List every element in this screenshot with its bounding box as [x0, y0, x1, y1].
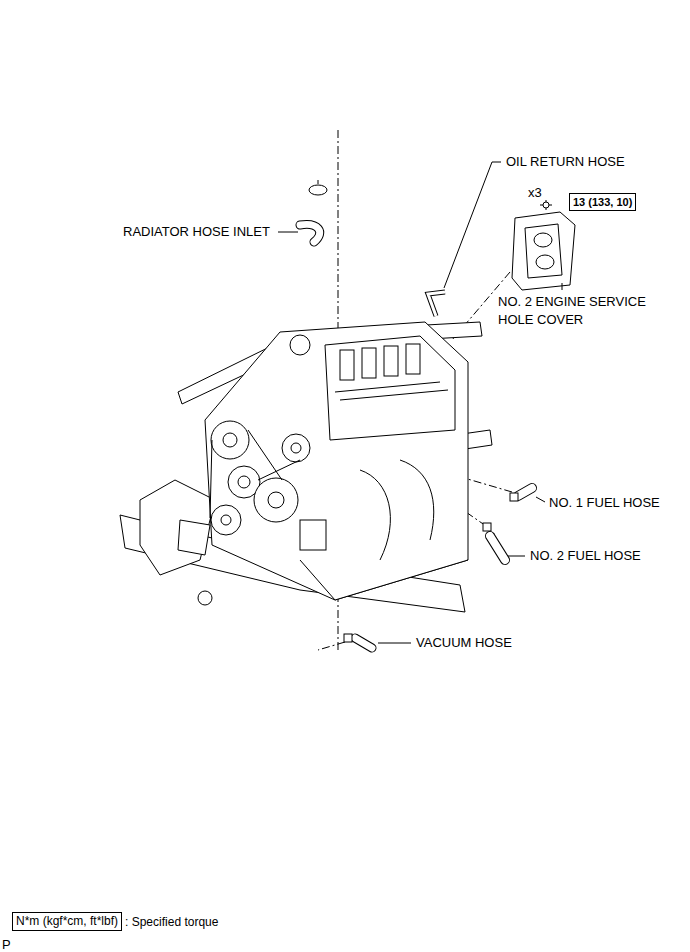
parts: [300, 180, 575, 648]
torque-spec-box: 13 (133, 10): [569, 193, 636, 211]
page-letter: P: [2, 936, 11, 952]
part-label: NO. 1 FUEL HOSE: [549, 494, 660, 512]
part-label: VACUUM HOSE: [416, 634, 512, 652]
torque-legend: N*m (kgf*cm, ft*lbf): Specified torque: [12, 912, 218, 931]
part-label: NO. 2 ENGINE SERVICE HOLE COVER: [498, 293, 658, 329]
part-label: RADIATOR HOSE INLET: [123, 223, 270, 241]
part-label: NO. 2 FUEL HOSE: [530, 547, 641, 565]
torque-value: 13 (133, 10): [569, 193, 636, 211]
part-label: OIL RETURN HOSE: [506, 153, 625, 171]
unit-box: N*m (kgf*cm, ft*lbf): [12, 912, 122, 931]
quantity-label: x3: [528, 184, 542, 202]
legend-text: : Specified torque: [125, 915, 218, 929]
leader-lines: [278, 162, 562, 643]
engine-body: [120, 322, 492, 612]
